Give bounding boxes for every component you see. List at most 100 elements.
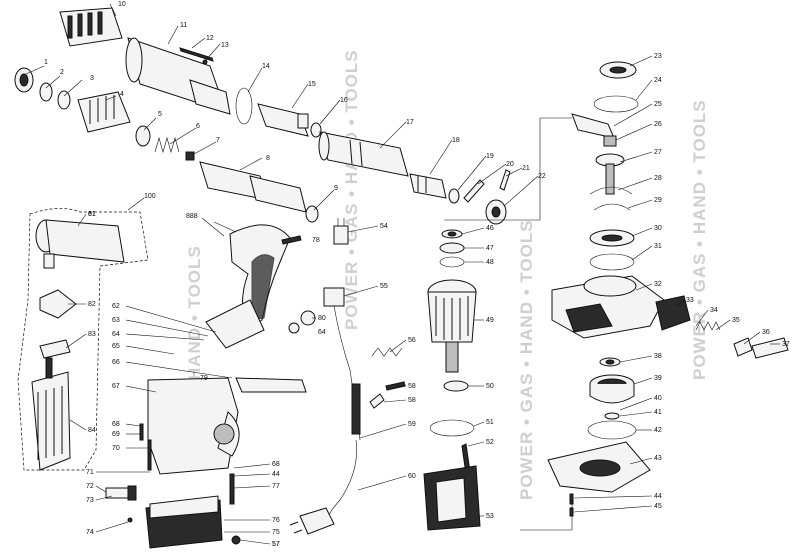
- label-12: 12: [206, 35, 214, 42]
- nut-13: [202, 59, 208, 65]
- label-46: 46: [486, 225, 494, 232]
- spring-6: [154, 136, 180, 154]
- grip-84: [31, 357, 71, 471]
- label-16: 16: [340, 97, 348, 104]
- label-9: 9: [334, 185, 338, 192]
- bracket-82: [39, 289, 77, 319]
- label-41: 41: [654, 409, 662, 416]
- label-50: 50: [486, 383, 494, 390]
- label-5: 5: [158, 111, 162, 118]
- label-72: 72: [86, 483, 94, 490]
- label-7: 7: [216, 137, 220, 144]
- screws-68-70: [139, 423, 152, 471]
- cap-23: [599, 61, 637, 79]
- label-79: 79: [200, 375, 208, 382]
- bearing-47: [439, 242, 465, 254]
- label-4: 4: [120, 91, 124, 98]
- label-51: 51: [486, 419, 494, 426]
- baffle-51: [429, 419, 475, 437]
- label-69: 69: [112, 431, 120, 438]
- label-100: 100: [144, 193, 156, 200]
- label-84: 84: [88, 427, 96, 434]
- label-25: 25: [654, 101, 662, 108]
- o-ring-16: [310, 122, 322, 138]
- stator-53: [423, 465, 481, 531]
- label-74: 74: [86, 529, 94, 536]
- label-31: 31: [654, 243, 662, 250]
- striker-17: [318, 131, 409, 177]
- label-29: 29: [654, 197, 662, 204]
- label-2: 2: [60, 69, 64, 76]
- o-ring-31: [589, 253, 635, 271]
- label-10: 10: [118, 1, 126, 8]
- ball-7: [185, 151, 195, 161]
- brush-58: [369, 393, 385, 409]
- leader-box-top: [444, 117, 572, 221]
- screw-12: [179, 47, 214, 62]
- clamp-81: [35, 219, 125, 269]
- label-58: 58: [408, 397, 416, 404]
- gear-cover-43: [547, 441, 651, 493]
- leader-box-bottom: [520, 500, 573, 531]
- leader-lines: [25, 3, 780, 545]
- gear-39: [589, 374, 635, 404]
- armature-49: [427, 279, 477, 373]
- label-17: 17: [406, 119, 414, 126]
- label-56: 56: [408, 337, 416, 344]
- nose-cap-part: [77, 91, 131, 133]
- screws-44-45: [569, 493, 574, 517]
- label-21: 21: [522, 165, 530, 172]
- label-1: 1: [44, 59, 48, 66]
- label-58-b: 58: [408, 383, 416, 390]
- bearing-46: [441, 229, 463, 239]
- crank-shaft-27: [595, 153, 625, 195]
- label-43: 43: [654, 455, 662, 462]
- label-64-b: 64: [318, 329, 326, 336]
- label-73: 73: [86, 497, 94, 504]
- bearing-50: [443, 380, 469, 392]
- label-8: 8: [266, 155, 270, 162]
- part-labels: 10 11 12 13 1 2 3 4 5 6 7 8 9 14 15 16 1…: [44, 1, 790, 548]
- label-23: 23: [654, 53, 662, 60]
- shaft-37: [751, 337, 789, 359]
- watermark-1: POWER • GAS • HAND • TOOLS: [342, 49, 361, 330]
- bushing-22: [485, 199, 507, 225]
- washer-9: [305, 205, 319, 223]
- label-27: 27: [654, 149, 662, 156]
- cylinder-11: [125, 37, 231, 115]
- screw-74: [127, 517, 133, 523]
- label-68-b: 68: [272, 461, 280, 468]
- label-63: 63: [112, 317, 120, 324]
- bearing-30: [589, 229, 635, 247]
- circlip-29: [593, 203, 631, 211]
- bearing-26: [603, 135, 617, 147]
- label-26: 26: [654, 121, 662, 128]
- washer-5: [135, 125, 151, 147]
- piston-pin-18: [409, 173, 447, 199]
- label-71: 71: [86, 469, 94, 476]
- switch-64: [333, 218, 349, 245]
- spring-56: [371, 347, 403, 357]
- watermark-4: POWER • GAS • HAND • TOOLS: [690, 99, 709, 380]
- label-75: 75: [272, 529, 280, 536]
- base-cover-76: [145, 495, 223, 549]
- watermark-2: POWER • GAS • HAND • TOOLS: [517, 219, 536, 500]
- label-77: 77: [272, 483, 280, 490]
- pin-20: [463, 179, 485, 203]
- handle-888: [205, 224, 291, 349]
- connecting-rod-25: [571, 113, 615, 139]
- label-44-b: 44: [272, 471, 280, 478]
- label-3: 3: [90, 75, 94, 82]
- label-59: 59: [408, 421, 416, 428]
- label-18: 18: [452, 137, 460, 144]
- o-ring-42: [587, 420, 637, 440]
- chuck-sleeve-part: [59, 7, 123, 47]
- ring-48: [439, 256, 465, 268]
- nut-83: [39, 339, 71, 359]
- label-32: 32: [654, 281, 662, 288]
- label-68: 68: [112, 421, 120, 428]
- aux-handle-group-100: [17, 208, 149, 471]
- label-15: 15: [308, 81, 316, 88]
- label-64: 64: [112, 331, 120, 338]
